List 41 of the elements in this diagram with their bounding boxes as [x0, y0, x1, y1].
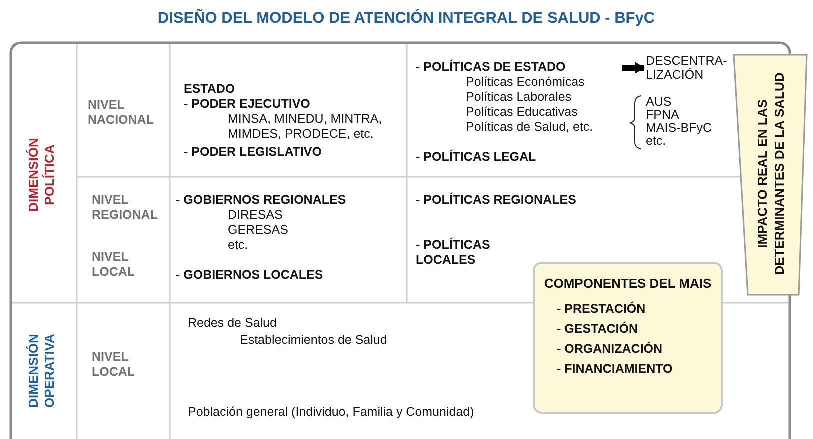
item-label: - GOBIERNOS LOCALES [176, 268, 324, 283]
text-label: MINSA, MINEDU, MINTRA, MIMDES, PRODECE, etc. [228, 112, 384, 142]
box-heading: COMPONENTES DEL MAIS [543, 276, 713, 292]
text-label: Políticas Laborales [466, 90, 572, 105]
text-label: MAIS-BFyC [646, 121, 712, 136]
arrow [622, 62, 645, 74]
component-item: - GESTACIÓN [557, 322, 640, 337]
level-label: NIVEL LOCAL [92, 350, 136, 380]
level-label: NIVEL NACIONAL [88, 98, 155, 128]
text-label: FPNA [646, 108, 680, 123]
tapered-banner [733, 54, 808, 296]
diagram-title: DISEÑO DEL MODELO DE ATENCIÓN INTEGRAL DE SALUD - BFyC [156, 10, 656, 28]
item-label: - POLÍTICAS DE ESTADO [416, 60, 566, 75]
item-label: - GOBIERNOS REGIONALES [176, 193, 346, 208]
text-label: DIRESAS [228, 208, 283, 223]
item-label: - PODER EJECUTIVO [184, 97, 310, 112]
text-label: Políticas Educativas [466, 105, 578, 120]
text-label: Redes de Salud [188, 316, 277, 331]
item-label: - POLÍTICAS LEGAL [416, 150, 536, 165]
components-box [533, 262, 723, 414]
component-item: - ORGANIZACIÓN [557, 342, 664, 357]
text-label: etc. [646, 134, 666, 149]
item-label: - POLÍTICAS REGIONALES [416, 193, 576, 208]
text-label: GERESAS [228, 223, 288, 238]
text-label: AUS [646, 95, 672, 110]
text-label: Políticas Económicas [466, 75, 585, 90]
text-label: Población general (Individuo, Familia y Comunidad) [188, 405, 474, 420]
level-label: NIVEL REGIONAL [92, 193, 159, 223]
dimension-heading: DIMENSIÓN OPERATIVA [26, 333, 58, 410]
item-label: - PODER LEGISLATIVO [184, 145, 322, 160]
dimension-heading: DIMENSIÓN POLÍTICA [26, 137, 58, 214]
item-label: ESTADO [184, 82, 236, 97]
item-label: - POLÍTICAS LOCALES [416, 238, 492, 268]
text-label: Políticas de Salud, etc. [466, 120, 594, 135]
component-item: - FINANCIAMIENTO [557, 362, 674, 377]
component-item: - PRESTACIÓN [557, 302, 647, 317]
level-label: NIVEL LOCAL [92, 250, 136, 280]
outcome-label: DESCENTRA- LIZACIÓN [646, 54, 726, 84]
text-label: etc. [228, 238, 248, 253]
text-label: Establecimientos de Salud [240, 333, 388, 348]
banner-text: IMPACTO REAL EN LAS DETERMINANTES DE LA SALUD [754, 72, 788, 278]
